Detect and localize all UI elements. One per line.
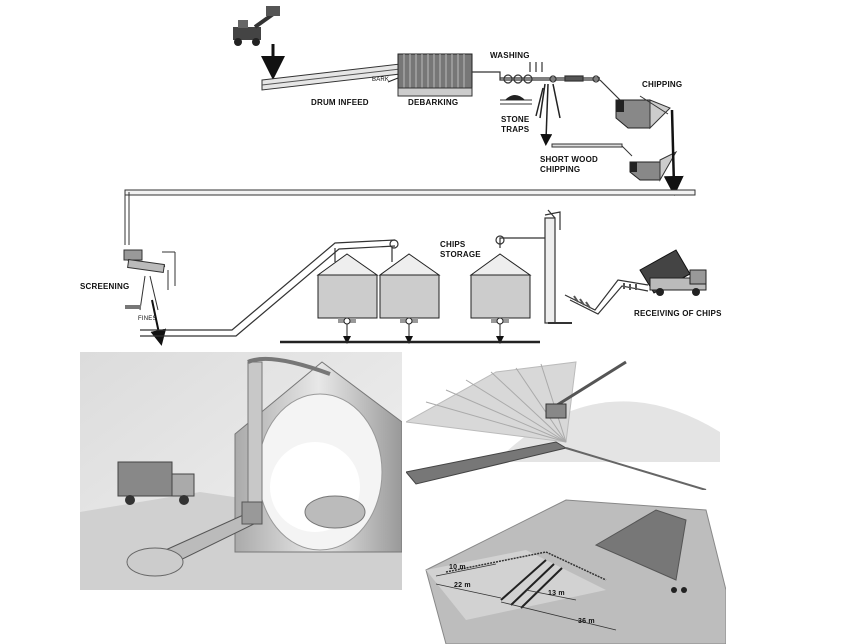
label-bark: BARK (372, 77, 390, 83)
short-wood-conveyor (551, 143, 623, 148)
label-drum-infeed: DRUM INFEED (311, 98, 369, 107)
silo-illustration (80, 352, 402, 590)
label-short-wood-chipping: SHORT WOOD CHIPPING (540, 155, 598, 174)
label-screening: SCREENING (80, 282, 130, 291)
debarking-drum (387, 53, 473, 97)
process-flow-diagram: WASHING CHIPPING BARK DRUM INFEED DEBARK… (80, 6, 722, 346)
log-loader-vehicle (233, 6, 280, 46)
dimension-36m: 36 m (578, 618, 595, 625)
label-receiving-of-chips: RECEIVING OF CHIPS (634, 309, 722, 318)
silo-2 (378, 253, 441, 344)
process-flow-drawing (123, 6, 707, 346)
pile-diagram: 10 m 22 m 13 m 36 m (406, 490, 726, 644)
chipper-short-wood (629, 150, 678, 182)
dimension-22m: 22 m (454, 582, 471, 589)
label-fines: FINES (138, 316, 157, 322)
label-debarking: DEBARKING (408, 98, 459, 107)
washing-conveyors (472, 62, 621, 101)
silo-feed-conveyor (140, 239, 399, 337)
label-chips-storage: CHIPS STORAGE (440, 240, 481, 259)
stacker-drawing (406, 352, 720, 490)
chipping-outflow-arrow (663, 109, 684, 196)
dimension-13m: 13 m (548, 590, 565, 597)
label-stone-traps: STONE TRAPS (501, 115, 530, 134)
silo-1 (316, 253, 379, 344)
dimension-10m: 10 m (449, 564, 466, 571)
label-chipping: CHIPPING (642, 80, 683, 89)
silo-illustration-drawing (80, 352, 402, 590)
silo-3 (469, 253, 532, 344)
short-wood-arrows (535, 83, 561, 146)
chip-truck (639, 249, 707, 296)
pile-drawing (406, 490, 726, 644)
stacker-illustration (406, 352, 720, 490)
stone-traps (500, 95, 532, 105)
label-washing: WASHING (490, 51, 530, 60)
return-conveyor (124, 189, 696, 245)
chips-storage-elevator (495, 209, 572, 324)
screening-unit (123, 249, 176, 346)
chipper-main (615, 95, 671, 130)
receiving-conveyor (564, 279, 649, 315)
